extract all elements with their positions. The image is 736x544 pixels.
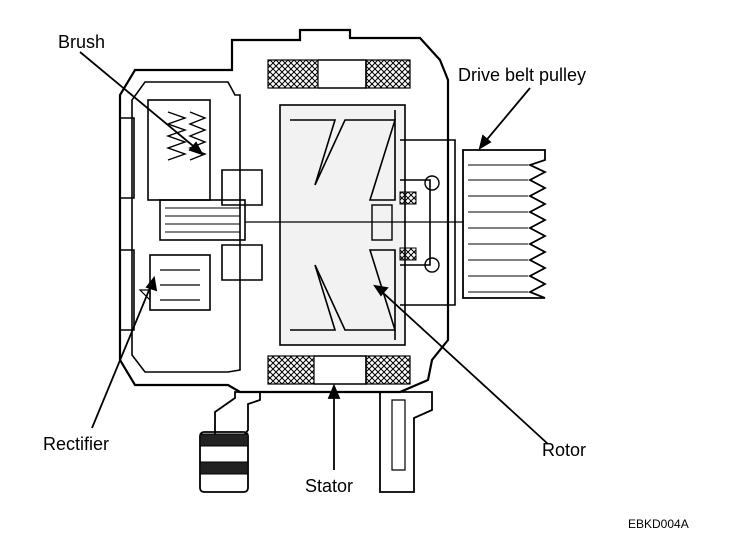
stator-core-top <box>318 59 367 89</box>
rectifier-block <box>149 254 211 311</box>
bearing-rear <box>221 169 263 281</box>
bracket-bolt-top <box>424 175 440 191</box>
rotor-leader <box>379 289 549 445</box>
housing-outline <box>118 28 450 394</box>
rectifier-leader <box>91 282 153 429</box>
rotor-label: Rotor <box>542 440 587 460</box>
stator-arrowhead <box>327 383 341 399</box>
stator-winding-top-right <box>365 59 411 89</box>
connector-band-top <box>199 433 249 447</box>
slip-ring <box>159 199 246 241</box>
rotor-body <box>279 104 406 346</box>
drive-belt-pulley <box>462 149 548 299</box>
rectifier-arrowhead <box>145 275 158 292</box>
rear-cover <box>120 117 135 331</box>
front-bearing-top <box>399 191 417 205</box>
rotor-arrowhead <box>373 284 389 297</box>
pulley-arrowhead <box>478 134 492 150</box>
housing-inner-wall <box>131 81 241 373</box>
mounting-lug-right-inner <box>391 399 406 471</box>
front-bearing-bottom <box>399 247 417 261</box>
rotor-claw-upper <box>290 110 397 201</box>
brush-label: Brush <box>58 32 106 52</box>
drive-belt-pulley-label: Drive belt pulley <box>458 65 587 85</box>
brush-leader <box>79 51 199 151</box>
front-bracket <box>400 139 456 306</box>
pulley-leader <box>483 87 531 144</box>
stator-label: Stator <box>305 476 354 496</box>
pulley-grooves <box>468 164 528 293</box>
brush-arrowhead <box>188 141 204 156</box>
bracket-bolt-bottom <box>424 257 440 273</box>
stator-winding-top-left <box>267 59 319 89</box>
stator-core-bottom <box>314 355 367 385</box>
rotor-hub <box>371 204 393 241</box>
rectifier-label: Rectifier <box>43 434 110 454</box>
mounting-lug-right <box>379 391 433 493</box>
leader-arrows <box>79 51 549 470</box>
figure-code: EBKD004A <box>628 517 689 531</box>
brush-spring <box>165 111 188 161</box>
stator-winding-bottom-right <box>365 355 411 385</box>
stator-winding-bottom-left <box>267 355 315 385</box>
connector-band-bottom <box>199 461 249 475</box>
slip-ring-lines <box>165 207 240 233</box>
rotor-claw-lower <box>290 249 397 340</box>
rectifier-diodes <box>138 269 200 302</box>
